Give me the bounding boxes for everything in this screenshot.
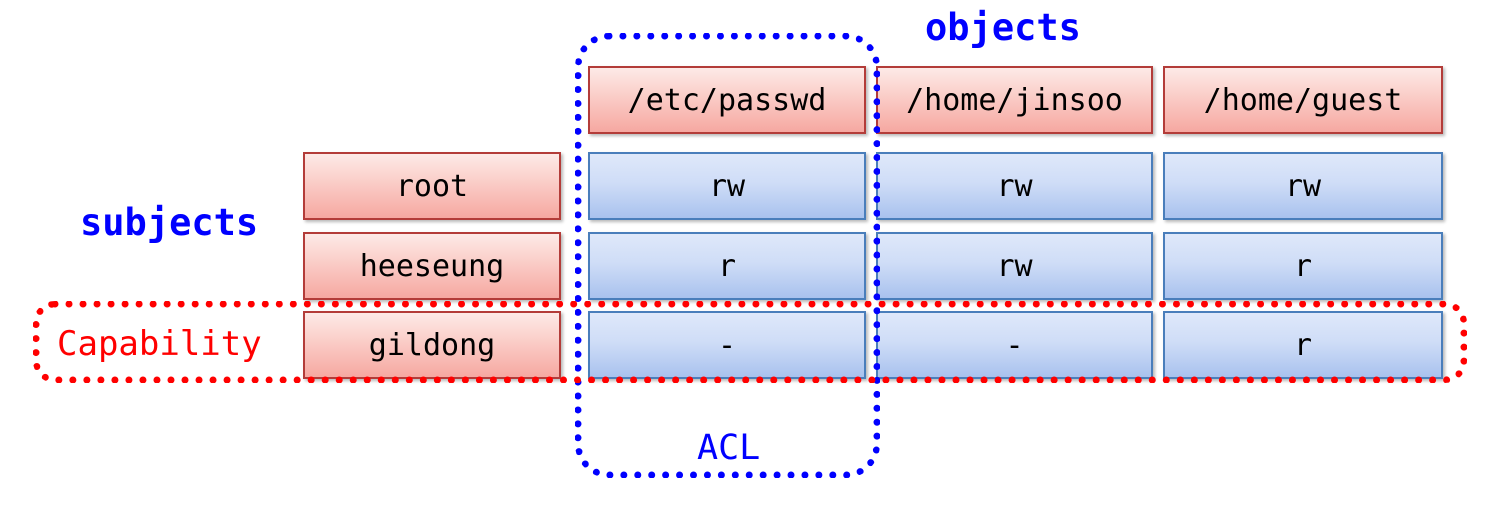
- permission-cell: r: [1163, 232, 1443, 300]
- subjects-axis-label: subjects: [80, 201, 259, 244]
- objects-axis-label: objects: [925, 6, 1081, 49]
- permission-cell: rw: [1163, 152, 1443, 220]
- permission-cell: -: [876, 311, 1153, 379]
- acl-highlight-outline: [575, 33, 880, 478]
- object-header-cell: /etc/passwd: [588, 66, 866, 134]
- acl-label: ACL: [697, 428, 761, 468]
- subject-header-cell: root: [303, 152, 561, 220]
- subject-header-cell: heeseung: [303, 232, 561, 300]
- capability-highlight-outline: [33, 301, 1467, 383]
- permission-cell: r: [588, 232, 866, 300]
- subject-header-cell: gildong: [303, 311, 561, 379]
- capability-label: Capability: [57, 324, 262, 364]
- permission-cell: rw: [588, 152, 866, 220]
- object-header-cell: /home/jinsoo: [876, 66, 1153, 134]
- permission-cell: rw: [876, 232, 1153, 300]
- permission-cell: -: [588, 311, 866, 379]
- object-header-cell: /home/guest: [1163, 66, 1443, 134]
- permission-cell: rw: [876, 152, 1153, 220]
